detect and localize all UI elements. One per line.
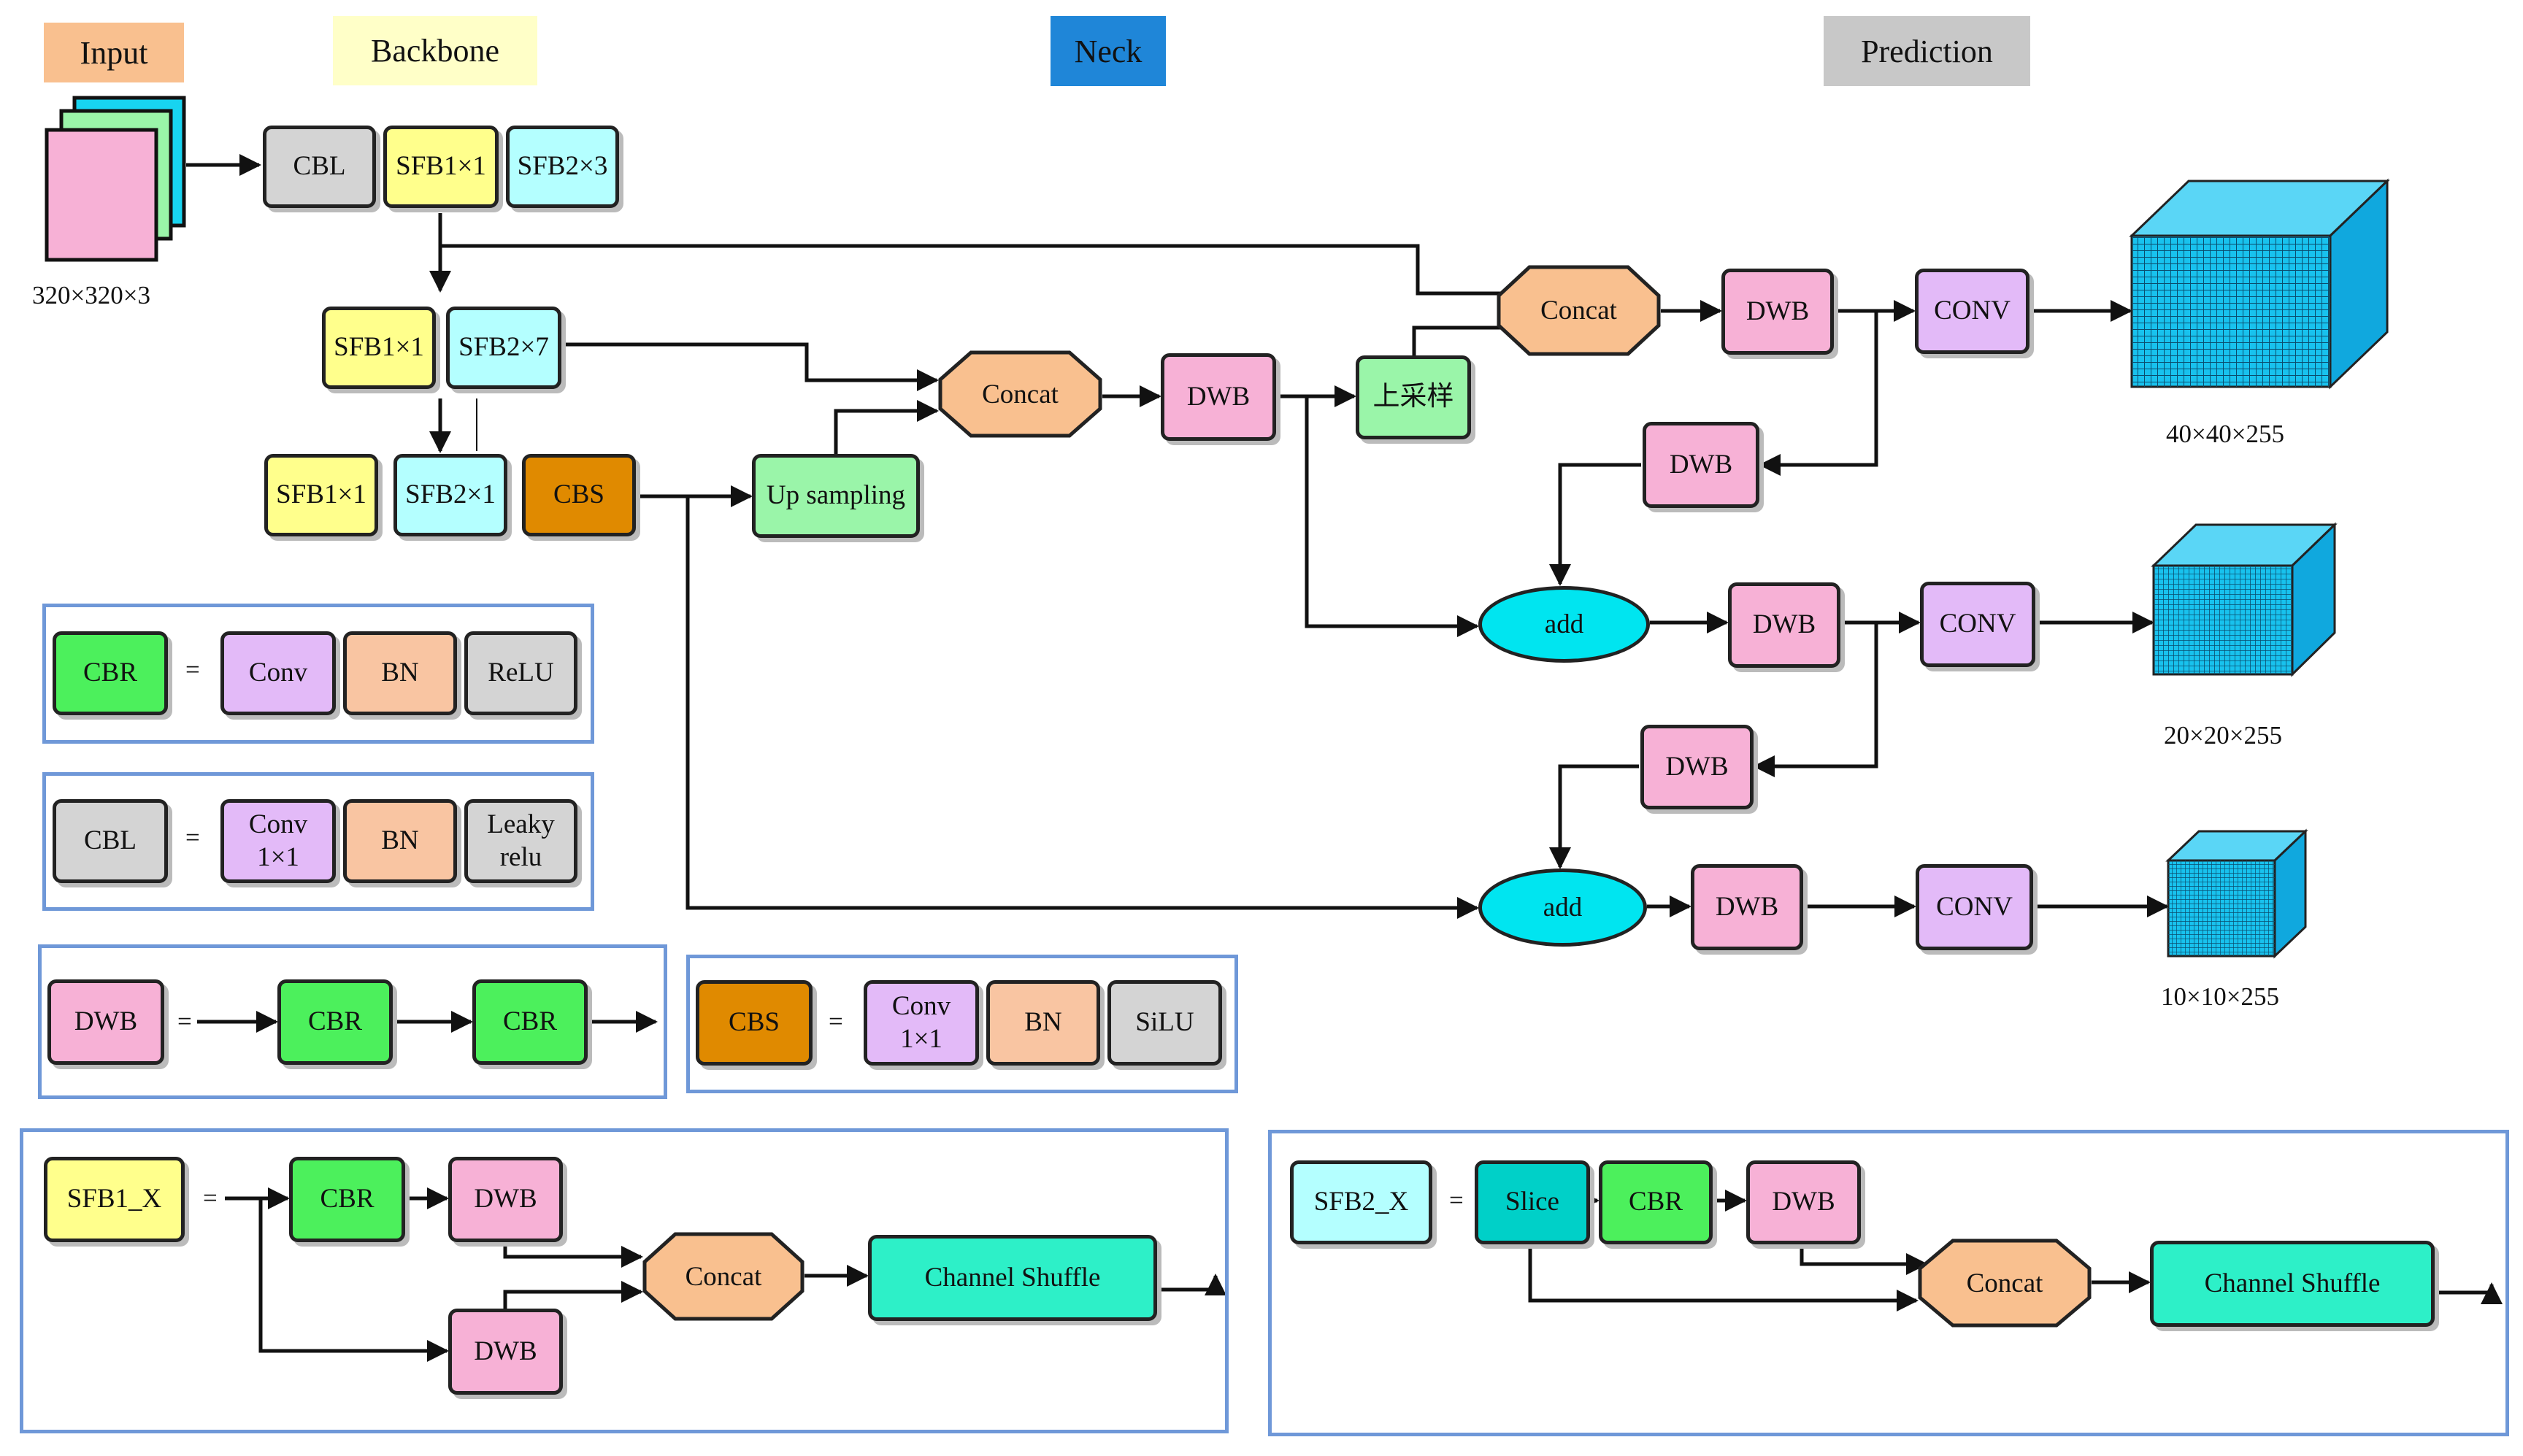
legend-dwb-equals: = xyxy=(177,1007,192,1036)
legend-cbl-leaky-relu: Leaky relu xyxy=(464,799,577,883)
legend-sfb1-concat: Concat xyxy=(642,1232,804,1321)
backbone-sfb2x7: SFB2×7 xyxy=(446,307,561,389)
prediction-conv-2: CONV xyxy=(1920,582,2035,667)
prediction-conv-1: CONV xyxy=(1915,269,2029,354)
legend-sfb2-cbr: CBR xyxy=(1599,1160,1713,1244)
legend-sfb1-dwb-b: DWB xyxy=(448,1309,563,1395)
legend-sfb1-equals: = xyxy=(203,1184,218,1212)
legend-sfb2-concat-label: Concat xyxy=(1966,1268,2043,1298)
legend-cbs-bn: BN xyxy=(986,980,1100,1066)
legend-sfb1-frame xyxy=(20,1128,1229,1433)
legend-sfb2-concat: Concat xyxy=(1918,1239,2092,1328)
legend-cbl-conv: Conv 1×1 xyxy=(220,799,336,883)
neck-dwb-row2: DWB xyxy=(1728,582,1840,668)
legend-cbr-frame xyxy=(42,604,594,744)
legend-cbs-silu: SiLU xyxy=(1107,980,1222,1066)
legend-sfb2-equals: = xyxy=(1449,1186,1464,1214)
legend-sfb2-frame xyxy=(1268,1130,2509,1436)
legend-dwb-cbr-1: CBR xyxy=(277,979,393,1065)
output-cube-10 xyxy=(2165,828,2308,959)
legend-sfb1-concat-label: Concat xyxy=(685,1261,762,1292)
output-cube-20 xyxy=(2151,522,2338,677)
legend-cbr-relu: ReLU xyxy=(464,631,577,715)
prediction-conv-3: CONV xyxy=(1916,864,2033,950)
legend-sfb1-cbr: CBR xyxy=(289,1157,405,1242)
backbone-sfb2x1: SFB2×1 xyxy=(393,454,507,536)
header-prediction: Prediction xyxy=(1824,16,2030,86)
legend-sfb1-dwb-a: DWB xyxy=(448,1157,563,1242)
backbone-sfb1x1-a: SFB1×1 xyxy=(383,126,499,208)
legend-sfb1-channel-shuffle: Channel Shuffle xyxy=(868,1235,1157,1321)
legend-cbl-name: CBL xyxy=(53,799,168,883)
neck-concat-top-label: Concat xyxy=(1540,296,1617,326)
neck-add-1: add xyxy=(1478,586,1650,663)
input-size-label: 320×320×3 xyxy=(32,281,150,309)
legend-cbl-equals: = xyxy=(185,823,200,852)
legend-cbl-frame xyxy=(42,772,594,911)
legend-sfb2-name: SFB2_X xyxy=(1290,1160,1432,1244)
legend-cbr-name: CBR xyxy=(53,631,168,715)
backbone-cbs: CBS xyxy=(522,454,636,536)
input-image-stack-icon xyxy=(45,96,186,262)
neck-dwb-feedback-2: DWB xyxy=(1640,725,1754,809)
output-label-20: 20×20×255 xyxy=(2164,721,2282,750)
legend-cbr-bn: BN xyxy=(343,631,457,715)
neck-concat-top: Concat xyxy=(1497,265,1661,356)
neck-dwb-top: DWB xyxy=(1721,269,1834,355)
legend-cbs-name: CBS xyxy=(696,980,813,1066)
backbone-sfb2x3: SFB2×3 xyxy=(506,126,619,208)
header-input: Input xyxy=(44,23,184,82)
header-neck: Neck xyxy=(1051,16,1166,86)
legend-sfb2-dwb: DWB xyxy=(1746,1160,1861,1244)
backbone-cbl: CBL xyxy=(263,126,376,208)
legend-dwb-name: DWB xyxy=(47,979,164,1065)
neck-dwb-feedback-1: DWB xyxy=(1643,422,1759,508)
legend-cbr-conv: Conv xyxy=(220,631,336,715)
legend-cbr-equals: = xyxy=(185,655,200,684)
legend-cbs-frame xyxy=(686,955,1238,1093)
backbone-sfb1x1-c: SFB1×1 xyxy=(264,454,378,536)
legend-cbl-bn: BN xyxy=(343,799,457,883)
legend-cbs-conv: Conv 1×1 xyxy=(864,980,979,1066)
legend-sfb2-channel-shuffle: Channel Shuffle xyxy=(2150,1241,2435,1327)
legend-sfb2-slice: Slice xyxy=(1475,1160,1590,1244)
neck-concat-mid-label: Concat xyxy=(982,379,1059,409)
output-cube-40 xyxy=(2129,178,2390,390)
legend-dwb-cbr-2: CBR xyxy=(472,979,588,1065)
legend-sfb1-name: SFB1_X xyxy=(44,1157,185,1242)
legend-cbs-equals: = xyxy=(829,1007,843,1036)
legend-dwb-frame xyxy=(38,944,667,1099)
output-label-10: 10×10×255 xyxy=(2161,982,2279,1011)
neck-dwb-row3: DWB xyxy=(1691,864,1803,950)
backbone-sfb1x1-b: SFB1×1 xyxy=(322,307,436,389)
output-label-40: 40×40×255 xyxy=(2166,420,2284,448)
neck-up-sampling: Up sampling xyxy=(752,454,920,538)
neck-concat-mid: Concat xyxy=(938,350,1102,438)
neck-upsample-cn: 上采样 xyxy=(1356,355,1471,439)
neck-add-2: add xyxy=(1478,868,1647,947)
header-backbone: Backbone xyxy=(333,16,537,85)
neck-dwb-mid: DWB xyxy=(1161,353,1276,441)
